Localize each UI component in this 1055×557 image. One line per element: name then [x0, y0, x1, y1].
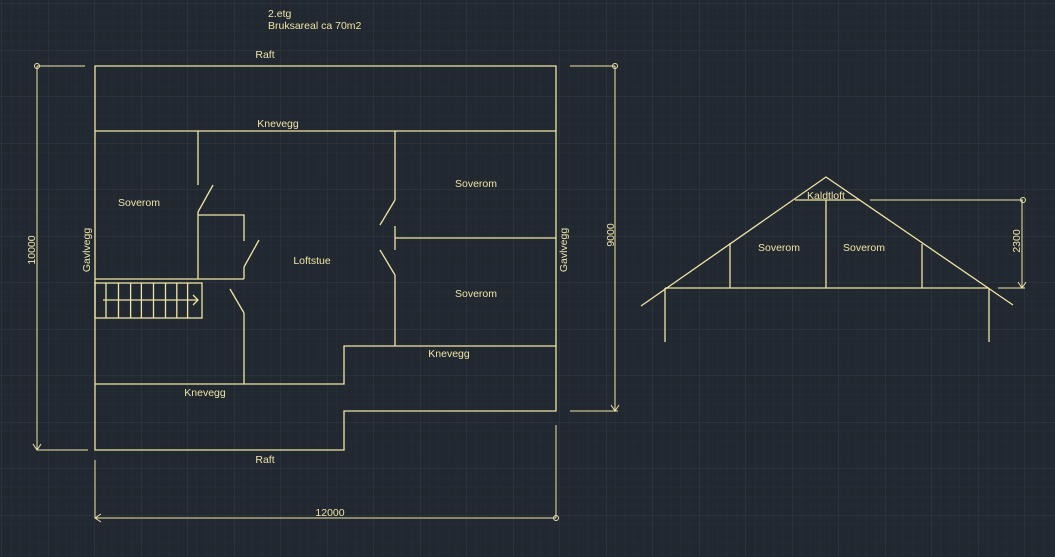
floor-label: 2.etg — [268, 8, 292, 20]
closet-wall — [198, 214, 245, 279]
area-label: Bruksareal ca 70m2 — [268, 20, 362, 32]
floor-plan — [94, 65, 557, 451]
gavlvegg-right-label: Gavlvegg — [558, 228, 570, 273]
soverom-right-top-label: Soverom — [455, 178, 497, 190]
soverom-left-label: Soverom — [118, 197, 160, 209]
left-bedroom-wall — [95, 131, 244, 280]
stair-arrow-icon — [103, 294, 199, 306]
stairs — [94, 282, 203, 319]
door-swing — [243, 239, 260, 268]
raft-top-label: Raft — [255, 49, 274, 61]
dimension-right: 9000 — [605, 223, 617, 247]
soverom-right-bottom-label: Soverom — [455, 288, 497, 300]
dimension-lines — [32, 63, 620, 523]
dimension-section-height: 2300 — [1011, 229, 1023, 253]
section-soverom-right-label: Soverom — [843, 242, 885, 254]
knevegg-top-label: Knevegg — [257, 118, 299, 130]
loftstue-label: Loftstue — [293, 255, 331, 267]
middle-wall — [394, 131, 556, 346]
dimension-left: 10000 — [26, 235, 38, 264]
raft-bottom-label: Raft — [255, 454, 274, 466]
door-swing — [229, 288, 245, 314]
knevegg-left-label: Knevegg — [184, 387, 226, 399]
knevegg-right-label: Knevegg — [428, 348, 470, 360]
door-swing — [197, 184, 214, 213]
door-swing — [379, 199, 396, 276]
roof-section — [640, 176, 1027, 342]
kaldtloft-label: Kaldtloft — [807, 190, 845, 202]
section-soverom-left-label: Soverom — [758, 242, 800, 254]
outer-walls — [94, 65, 557, 451]
knevegg-bottom-left — [95, 345, 556, 385]
dimension-bottom: 12000 — [315, 507, 344, 519]
gavlvegg-left-label: Gavlvegg — [81, 228, 93, 273]
